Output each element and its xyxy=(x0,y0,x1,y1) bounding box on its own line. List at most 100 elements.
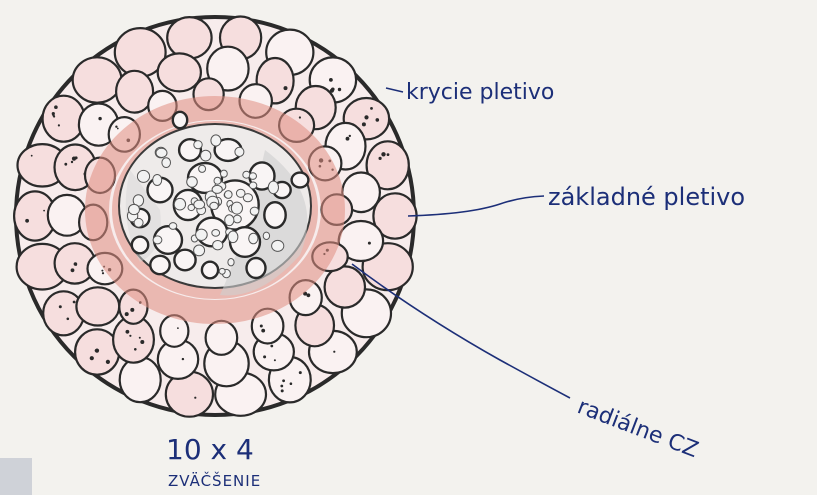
cell-granule xyxy=(53,115,55,117)
cell-granule xyxy=(134,348,137,351)
cortex-cell xyxy=(43,96,85,142)
cell-granule xyxy=(307,293,311,297)
cell-granule xyxy=(274,359,276,361)
cell-granule xyxy=(376,118,380,122)
small-cell xyxy=(225,191,233,199)
cell-granule xyxy=(90,356,94,360)
xylem-cell xyxy=(202,262,218,279)
small-cell xyxy=(194,141,202,149)
small-cell xyxy=(201,150,211,161)
cell-granule xyxy=(98,117,101,120)
leader-line-krycie xyxy=(386,88,403,92)
label-radialne-cz: radiálne CZ xyxy=(574,394,702,463)
cell-granule xyxy=(129,335,131,337)
label-krycie-pletivo: krycie pletivo xyxy=(406,80,554,105)
small-cell xyxy=(213,241,223,250)
cortex-cell xyxy=(76,287,119,325)
xylem-cell xyxy=(292,173,309,188)
small-cell xyxy=(214,177,221,184)
cell-granule xyxy=(284,86,288,90)
small-cell xyxy=(219,268,225,274)
xylem-cell xyxy=(173,112,187,128)
small-cell xyxy=(263,232,269,239)
cell-granule xyxy=(43,210,45,212)
xylem-cell xyxy=(247,258,266,278)
small-cell xyxy=(199,165,206,172)
cell-granule xyxy=(74,262,78,266)
cell-granule xyxy=(333,351,335,353)
cell-granule xyxy=(117,128,119,130)
cell-granule xyxy=(125,312,129,316)
small-cell xyxy=(221,170,228,177)
cell-granule xyxy=(194,397,196,399)
small-cell xyxy=(212,230,220,237)
small-cell xyxy=(162,158,171,168)
small-cell xyxy=(250,207,259,215)
small-cell xyxy=(169,223,177,230)
small-cell xyxy=(134,218,143,227)
label-zvacsenie: ZVÄČŠENIE xyxy=(168,471,261,490)
cell-granule xyxy=(338,88,341,91)
cell-granule xyxy=(349,135,351,137)
scan-corner-mark xyxy=(0,458,32,495)
cortex-cell xyxy=(73,57,122,102)
cell-granule xyxy=(71,268,75,272)
small-cell xyxy=(194,245,205,256)
cell-granule xyxy=(270,345,273,348)
cell-granule xyxy=(263,355,266,358)
label-magnification: 10 x 4 xyxy=(166,433,254,466)
cell-granule xyxy=(130,308,134,312)
small-cell xyxy=(196,229,208,240)
cell-granule xyxy=(73,301,76,304)
cortex-cell xyxy=(158,53,201,91)
small-cell xyxy=(228,231,238,243)
cell-granule xyxy=(31,155,33,157)
cell-granule xyxy=(71,161,73,163)
cell-granule xyxy=(101,270,103,272)
cell-granule xyxy=(25,219,29,223)
small-cell xyxy=(153,236,162,244)
xylem-cell xyxy=(264,202,285,228)
small-cell xyxy=(233,215,241,223)
cell-granule xyxy=(368,242,371,245)
cell-granule xyxy=(182,358,184,360)
small-cell xyxy=(156,148,167,157)
cortex-cell xyxy=(120,357,161,402)
cell-granule xyxy=(329,78,333,82)
small-cell xyxy=(225,215,234,226)
cell-granule xyxy=(280,385,283,388)
small-cell xyxy=(236,189,245,197)
small-cell xyxy=(249,182,256,189)
small-cell xyxy=(153,175,162,186)
cell-granule xyxy=(290,382,293,385)
cell-granule xyxy=(281,389,284,392)
cell-granule xyxy=(387,153,390,156)
small-cell xyxy=(187,177,198,188)
cell-granule xyxy=(139,337,141,339)
cell-granule xyxy=(67,318,70,321)
cell-granule xyxy=(140,340,144,344)
cell-granule xyxy=(299,116,301,118)
cortex-cell xyxy=(206,321,238,355)
small-cell xyxy=(272,240,284,251)
cell-granule xyxy=(299,371,302,374)
xylem-cell xyxy=(132,237,148,254)
cell-granule xyxy=(102,272,104,274)
cell-granule xyxy=(126,330,130,334)
cell-granule xyxy=(177,327,179,329)
cell-granule xyxy=(106,360,110,364)
small-cell xyxy=(235,147,244,156)
cell-granule xyxy=(95,349,98,352)
label-zakladne-pletivo: základné pletivo xyxy=(548,183,745,211)
cell-granule xyxy=(381,152,385,156)
cell-granule xyxy=(362,122,366,126)
leader-line-zakladne xyxy=(408,196,544,216)
small-cell xyxy=(194,200,205,209)
small-cell xyxy=(210,202,218,209)
small-cell xyxy=(249,233,258,244)
xylem-cell xyxy=(150,256,169,274)
small-cell xyxy=(249,173,256,180)
xylem-cell xyxy=(174,250,195,271)
small-cell xyxy=(212,185,222,193)
